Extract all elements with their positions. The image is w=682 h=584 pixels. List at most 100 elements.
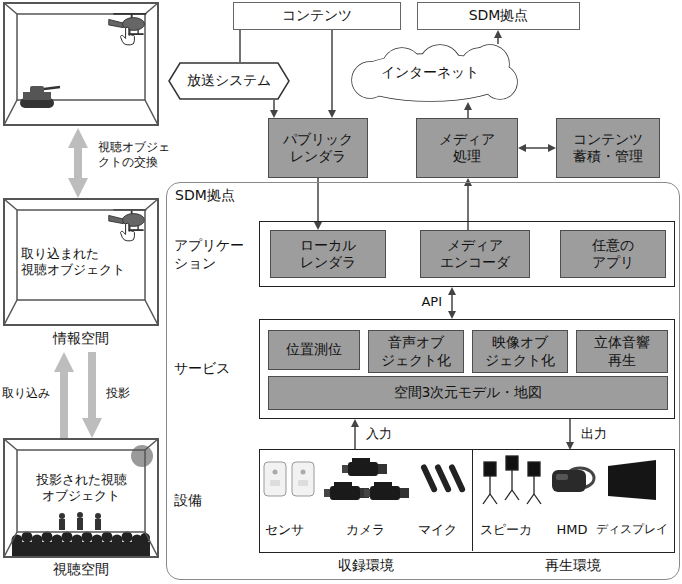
node-text: ローカル レンダラ [300,237,356,272]
audience [62,532,73,543]
app-box: ローカル レンダラ [270,230,386,278]
label-holder: ディスプレイ [594,522,670,537]
edge-label: API [419,294,444,310]
information-space-cube [4,100,17,125]
heading-text: アプリケー ション [174,237,244,272]
block-arrow [88,352,96,418]
stage-figures [95,519,101,530]
cube-outline [3,198,159,326]
speaker-icon [484,462,496,476]
text-holder: 空間3次元モデル・地図 [394,384,543,402]
connector-arrow [569,419,571,442]
app-box: 任意の アプリ [560,230,666,278]
text-holder: 放送システム [187,72,271,90]
speaker-icon [490,494,497,504]
audience [72,535,83,546]
stage-figures [77,518,83,530]
device-caption: マイク [416,522,459,538]
edge-label: 取り込み [0,386,52,401]
cube-outline [4,439,158,557]
text-holder: 収録環境 [260,557,472,575]
arrow-note: 視聴オブジェ クトの交換 [96,140,172,170]
audience [92,535,103,546]
heading-text: 収録環境 [338,557,394,575]
text-holder: 映像オブ ジェクト化 [485,334,555,369]
node-text: インターネット [381,64,479,82]
information-space-cube [145,3,158,14]
space-cube: 投影された視聴 オブジェクト視聴空間 [3,438,159,582]
connector-arrow [451,295,453,311]
label-holder: HMD [554,522,589,538]
speaker-icon [512,490,519,500]
sensor-icon [264,462,314,496]
cloud-shape [352,45,517,101]
text-holder: 視聴空間 [3,561,159,579]
device-caption: スピーカ [478,522,534,538]
label-holder: マイク [416,522,459,538]
edge-label-holder: 出力 [579,426,609,442]
sensor-icon [301,470,306,475]
connector-arrow [467,110,469,118]
connector-arrow [467,186,469,230]
camera-icon [364,482,409,500]
node-text: 放送システム [187,72,271,90]
heading-text: 再生環境 [545,557,601,575]
audience [12,532,151,557]
display-icon [608,460,656,500]
microphone-icon [448,463,466,493]
tank-icon [20,86,60,108]
heading-text: 設備 [174,492,202,510]
speaker-icon [527,494,534,504]
heading-text: 視聴空間 [53,561,109,579]
internet-cloud: インターネット [340,44,520,102]
text-holder: 設備 [174,492,202,510]
heading-text: 投影された視聴 オブジェクト [36,472,127,505]
speaker-icon [506,456,518,470]
edge-label: 投影 [104,386,132,401]
text-holder: 位置測位 [286,341,342,359]
node-text: SDM拠点 [469,7,529,25]
storage-box: コンテンツ 蓄積・管理 [556,118,660,178]
service-box: 映像オブ ジェクト化 [472,330,568,373]
sensor-icon [298,480,308,486]
stage-figures [59,512,101,530]
edge-label: 出力 [579,426,609,442]
audience [102,532,113,543]
map-box: 空間3次元モデル・地図 [268,376,668,410]
microphone-icon [420,463,466,493]
audience [32,535,43,546]
node-text: コンテンツ [282,7,352,25]
information-space-cube [145,100,158,125]
stage-figures [95,513,101,519]
tank-icon [30,86,44,94]
heading-text: サービス [174,360,230,378]
text-holder: アプリケー ション [174,237,244,272]
audience [122,532,133,543]
text-holder: インターネット [381,64,479,82]
heading-text: 情報空間 [53,330,109,348]
speaker-icon [528,462,540,476]
hmd-icon [552,468,594,492]
block-arrow [60,372,68,438]
device-caption: カメラ [344,522,387,538]
service-layer: サービス位置測位音声オブ ジェクト化映像オブ ジェクト化立体音響 再生空間3次元… [259,319,675,419]
audience [52,535,63,546]
hand-cursor-icon [121,27,135,241]
device-caption: ディスプレイ [594,522,670,537]
device-caption: センサ [263,522,306,538]
heading-text: SDM拠点 [175,187,235,205]
speaker-icon [505,490,512,500]
speaker-icon [483,494,490,504]
space-cube: 取り込まれた 視聴オブジェクト情報空間 [3,198,159,352]
camera-icon [342,458,387,476]
cube-line [145,199,158,210]
content-box: コンテンツ [233,2,401,30]
connector-arrow [497,38,499,44]
information-space-cube [4,3,158,125]
cube-outline [4,199,158,325]
speaker-icon [483,456,541,504]
audience [112,535,123,546]
helicopter-icon [109,14,147,230]
